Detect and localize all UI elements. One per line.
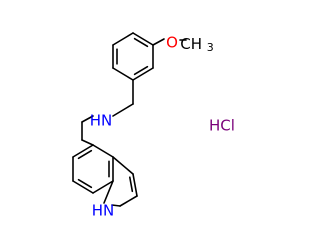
- chemical-structure: O CH 3 HN HN HCl: [72, 32, 235, 220]
- double-bond-inner: [133, 65, 149, 76]
- amine-label: HN: [90, 112, 113, 130]
- bond: [112, 67, 134, 81]
- bond: [112, 103, 134, 117]
- bond: [119, 195, 138, 207]
- bond: [92, 144, 114, 158]
- bond: [112, 32, 134, 46]
- bond: [152, 38, 165, 46]
- hcl-label: HCl: [209, 117, 235, 135]
- double-bond-inner: [77, 178, 93, 189]
- methyl-label: CH 3: [180, 35, 214, 55]
- bond: [132, 67, 154, 81]
- bond: [112, 156, 134, 175]
- bond: [81, 115, 94, 123]
- methyl-main: CH: [180, 35, 202, 53]
- bond: [81, 139, 94, 146]
- bond: [132, 173, 138, 197]
- oxygen-label: O: [166, 34, 178, 52]
- double-bond-inner: [77, 149, 93, 160]
- double-bond-inner: [128, 176, 134, 193]
- molecule-canvas: O CH 3 HN HN HCl: [72, 32, 235, 220]
- indole-nh-label: HN: [92, 202, 115, 220]
- bond: [92, 180, 114, 194]
- bond: [132, 32, 154, 46]
- methyl-subscript: 3: [207, 41, 214, 54]
- bond: [72, 180, 94, 194]
- bond-layer: [72, 32, 187, 207]
- bond: [72, 144, 94, 158]
- bond: [111, 204, 121, 207]
- double-bond-inner: [133, 37, 149, 48]
- bond: [103, 180, 114, 204]
